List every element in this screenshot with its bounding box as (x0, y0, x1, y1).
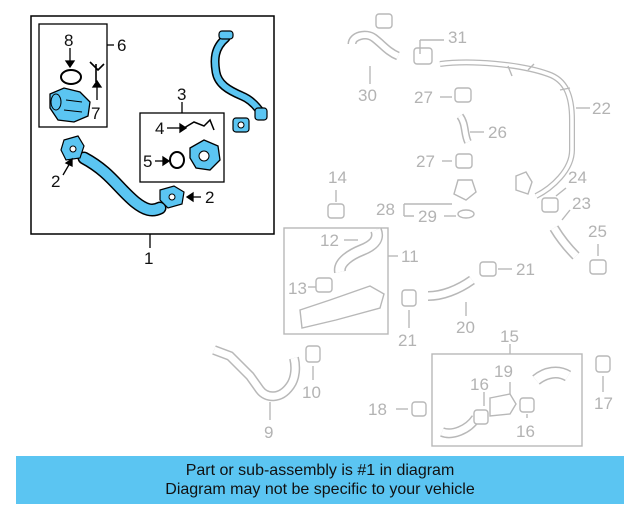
leader-lines (62, 44, 201, 248)
callout-5: 5 (143, 152, 152, 171)
callout-14: 14 (328, 168, 347, 187)
callout-11: 11 (401, 247, 419, 266)
ghost-parts (212, 13, 611, 447)
callout-16-right: 16 (516, 422, 535, 441)
housing-3 (189, 139, 221, 171)
callout-15: 15 (500, 327, 519, 346)
callout-21-left: 21 (398, 331, 417, 350)
callout-28: 28 (376, 200, 395, 219)
bracket-7 (89, 61, 105, 82)
callout-2-right: 2 (205, 188, 214, 207)
callout-26: 26 (488, 123, 507, 142)
callout-9: 9 (264, 423, 273, 442)
callout-13: 13 (288, 279, 307, 298)
callout-8: 8 (64, 31, 73, 50)
ghost-callouts: 31 30 27 22 26 27 14 24 28 29 23 25 12 1… (264, 28, 613, 442)
callout-22: 22 (592, 99, 611, 118)
callout-7: 7 (91, 104, 100, 123)
callout-21-right: 21 (516, 260, 535, 279)
callout-18: 18 (368, 400, 387, 419)
banner-line-2: Diagram may not be specific to your vehi… (165, 481, 475, 498)
callout-31: 31 (448, 28, 467, 47)
callout-29: 29 (418, 207, 437, 226)
callout-16-left: 16 (470, 375, 489, 394)
main-hose (77, 151, 167, 217)
clamp-2-left (60, 135, 85, 161)
callout-19: 19 (494, 362, 513, 381)
callout-30: 30 (358, 86, 377, 105)
info-banner: Part or sub-assembly is #1 in diagram Di… (16, 456, 624, 504)
gasket-5 (169, 151, 185, 169)
banner-line-1: Part or sub-assembly is #1 in diagram (185, 462, 455, 479)
callout-20: 20 (456, 318, 475, 337)
highlighted-assembly[interactable]: 8 7 6 3 4 5 2 2 1 (30, 15, 275, 268)
wire-4 (183, 118, 215, 131)
housing-6 (49, 87, 91, 123)
callout-27-top: 27 (414, 88, 433, 107)
callout-23: 23 (572, 194, 591, 213)
callout-25: 25 (588, 222, 607, 241)
callout-24: 24 (568, 168, 587, 187)
upper-hose (210, 30, 268, 121)
callout-4: 4 (155, 119, 164, 138)
callout-2-left: 2 (51, 172, 60, 191)
callout-12: 12 (320, 231, 339, 250)
callout-1: 1 (144, 249, 153, 268)
oring-8 (60, 69, 82, 85)
callout-3: 3 (177, 85, 186, 104)
callout-27-bottom: 27 (416, 152, 435, 171)
callout-17: 17 (594, 394, 613, 413)
callout-10: 10 (302, 383, 321, 402)
clamp-2-right (159, 185, 185, 209)
callout-6: 6 (117, 36, 126, 55)
clamp-upper (232, 117, 250, 133)
